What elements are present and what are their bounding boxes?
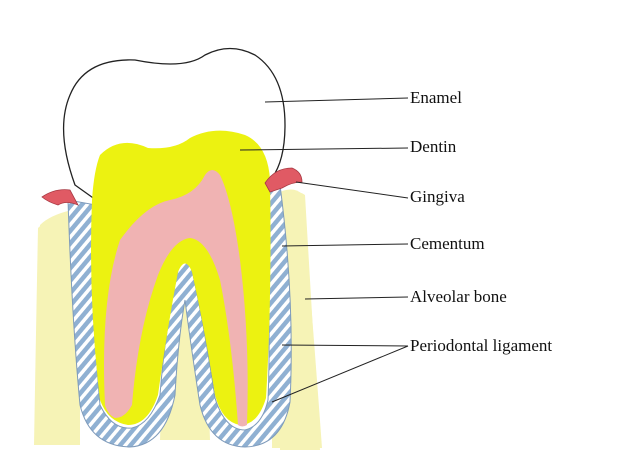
- leader-gingiva: [295, 181, 409, 199]
- alveolar-bone-left: [34, 212, 78, 445]
- label-enamel: Enamel: [410, 88, 462, 107]
- gingiva-right: [264, 167, 303, 193]
- leader-cementum: [281, 243, 409, 247]
- label-alveolar-bone: Alveolar bone: [410, 287, 507, 306]
- label-periodontal-ligament: Periodontal ligament: [410, 336, 553, 355]
- leader-alveolar-bone: [304, 296, 409, 300]
- leader-dentin: [239, 147, 409, 151]
- leader-enamel: [264, 97, 409, 103]
- leader-periodontal-ligament-2: [271, 345, 409, 403]
- label-gingiva: Gingiva: [410, 187, 465, 206]
- pulp: [104, 170, 248, 427]
- leader-lines: [239, 97, 409, 403]
- label-cementum: Cementum: [410, 234, 485, 253]
- label-dentin: Dentin: [410, 137, 457, 156]
- gingiva-left: [41, 189, 79, 206]
- leader-periodontal-ligament-1: [281, 344, 409, 347]
